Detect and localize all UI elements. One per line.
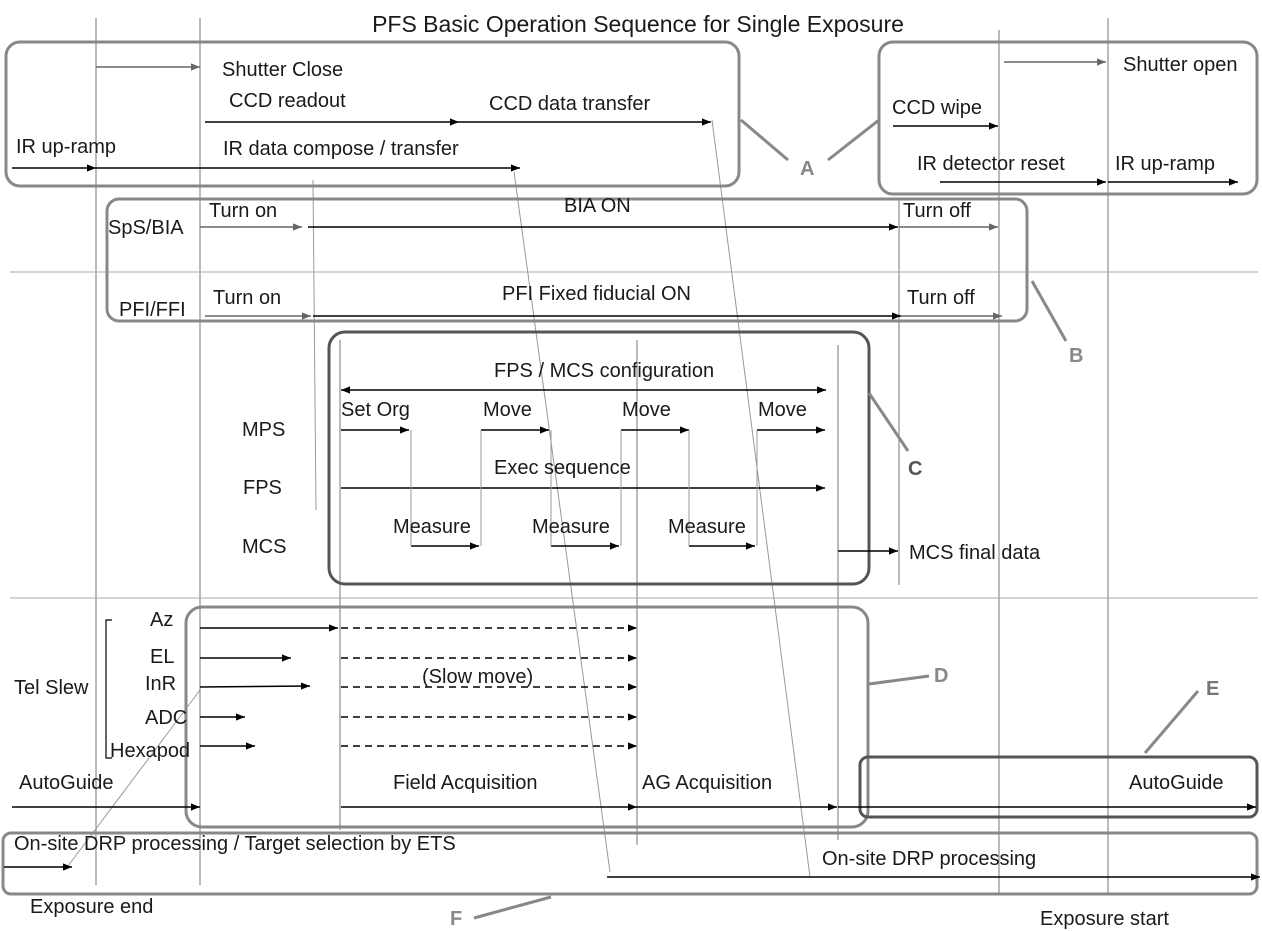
label-drp-right: On-site DRP processing (822, 848, 1036, 870)
label-pfi-turn-off: Turn off (907, 287, 975, 309)
label-autoguide-left: AutoGuide (19, 772, 114, 794)
label-autoguide-right: AutoGuide (1129, 772, 1224, 794)
label-tel-slew: Tel Slew (14, 677, 89, 699)
label-bia-turn-on: Turn on (209, 200, 277, 222)
group-box-f (1, 831, 1259, 896)
row-separators (10, 271, 1258, 599)
label-inr: InR (145, 673, 176, 695)
label-pfi-turn-on: Turn on (213, 287, 281, 309)
label-mps: MPS (242, 419, 285, 441)
label-shutter-open: Shutter open (1123, 54, 1238, 76)
group-label-f: F (450, 908, 462, 930)
label-slow-move: (Slow move) (422, 666, 533, 688)
label-ccd-data-transfer: CCD data transfer (489, 93, 651, 115)
label-fps: FPS (243, 477, 282, 499)
label-field-acquisition: Field Acquisition (393, 772, 538, 794)
label-sps-bia: SpS/BIA (108, 217, 184, 239)
label-ccd-readout: CCD readout (229, 90, 346, 112)
tel-slew-brace (105, 619, 112, 759)
label-ccd-wipe: CCD wipe (892, 97, 982, 119)
label-exposure-end: Exposure end (30, 896, 153, 918)
label-bia-on: BIA ON (564, 195, 631, 217)
label-ir-compose: IR data compose / transfer (223, 138, 459, 160)
label-adc: ADC (145, 707, 187, 729)
label-pfi-on: PFI Fixed fiducial ON (502, 283, 691, 305)
group-label-c: C (908, 458, 922, 480)
label-ir-up-ramp-right: IR up-ramp (1115, 153, 1215, 175)
label-bia-turn-off: Turn off (903, 200, 971, 222)
slow-move-arrows (341, 624, 637, 750)
group-label-d: D (934, 665, 948, 687)
label-mcs: MCS (242, 536, 286, 558)
group-box-d (184, 605, 870, 829)
group-box-a-right (877, 40, 1259, 196)
label-exec-sequence: Exec sequence (494, 457, 631, 479)
label-measure-3: Measure (668, 516, 746, 538)
time-grid (95, 18, 1109, 895)
group-box-e (858, 755, 1259, 819)
label-move-3: Move (758, 399, 807, 421)
label-move-1: Move (483, 399, 532, 421)
group-label-e: E (1206, 678, 1219, 700)
label-mcs-final: MCS final data (909, 542, 1041, 564)
label-fps-mcs-config: FPS / MCS configuration (494, 360, 714, 382)
label-measure-2: Measure (532, 516, 610, 538)
label-measure-1: Measure (393, 516, 471, 538)
arrow-inr (199, 682, 311, 690)
label-ir-reset: IR detector reset (917, 153, 1065, 175)
arrows (4, 58, 1260, 881)
step-connectors (410, 430, 758, 546)
group-box-c (327, 330, 871, 586)
dependency-lines (64, 119, 811, 878)
group-box-a-left (4, 40, 741, 188)
group-box-b (105, 197, 1029, 323)
label-ag-acquisition: AG Acquisition (642, 772, 772, 794)
label-el: EL (150, 646, 174, 668)
label-set-org: Set Org (341, 399, 410, 421)
diagram-title: PFS Basic Operation Sequence for Single … (372, 11, 904, 37)
label-exposure-start: Exposure start (1040, 908, 1169, 930)
group-label-a: A (800, 158, 814, 180)
group-boxes (1, 40, 1259, 896)
group-label-b: B (1069, 345, 1083, 367)
label-hexapod: Hexapod (110, 740, 190, 762)
label-az: Az (150, 609, 173, 631)
label-drp-left: On-site DRP processing / Target selectio… (14, 833, 456, 855)
label-ir-up-ramp-left: IR up-ramp (16, 136, 116, 158)
label-pfi-ffi: PFI/FFI (119, 299, 186, 321)
label-shutter-close: Shutter Close (222, 59, 343, 81)
group-connectors (473, 118, 1200, 920)
label-move-2: Move (622, 399, 671, 421)
